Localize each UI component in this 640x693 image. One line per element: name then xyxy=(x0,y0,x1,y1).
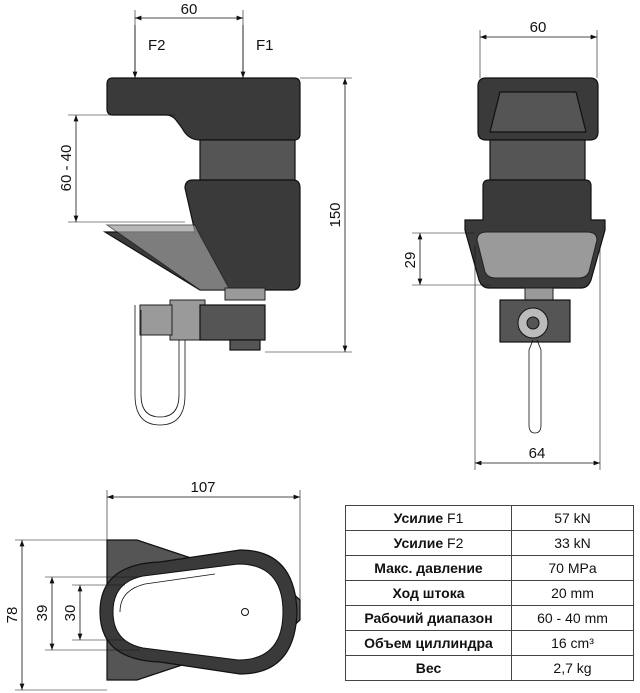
inner-dim-39: 39 xyxy=(34,605,51,622)
spec-label: Усилие xyxy=(393,510,444,526)
clamp-height-dim: 29 xyxy=(402,252,419,269)
front-view xyxy=(412,30,606,470)
spec-label: Рабочий диапазон xyxy=(345,605,512,631)
inner-dim-30: 30 xyxy=(62,605,79,622)
bottom-length-dim: 107 xyxy=(190,479,215,496)
spec-label-suffix: F2 xyxy=(447,535,464,551)
side-view xyxy=(68,10,352,426)
bottom-view xyxy=(15,490,301,691)
spec-label: Вес xyxy=(345,655,512,681)
table-row: Усилие F2 33 kN xyxy=(345,530,634,556)
range-dim: 60 - 40 xyxy=(58,145,75,192)
spec-label: Объем циллиндра xyxy=(345,630,512,656)
side-width-dim: 60 xyxy=(181,1,198,18)
force-f2-label: F2 xyxy=(148,37,166,54)
bottom-width-dim: 78 xyxy=(4,607,21,624)
spec-value: 70 MPa xyxy=(511,555,634,581)
spec-label-suffix: F1 xyxy=(447,510,464,526)
front-top-width-dim: 60 xyxy=(530,19,547,36)
table-row: Усилие F1 57 kN xyxy=(345,505,634,531)
spec-table: Усилие F1 57 kN Усилие F2 33 kN Макс. давл… xyxy=(345,505,634,681)
front-bottom-width-dim: 64 xyxy=(529,445,546,462)
spec-label: Усилие xyxy=(393,535,444,551)
spec-label: Макс. давление xyxy=(345,555,512,581)
height-dim: 150 xyxy=(327,202,344,227)
spec-value: 57 kN xyxy=(511,505,634,531)
spec-value: 20 mm xyxy=(511,580,634,606)
spec-value: 60 - 40 mm xyxy=(511,605,634,631)
spec-value: 2,7 kg xyxy=(511,655,634,681)
force-f1-label: F1 xyxy=(256,37,274,54)
spec-value: 16 cm³ xyxy=(511,630,634,656)
spec-label: Ход штока xyxy=(345,580,512,606)
spec-value: 33 kN xyxy=(511,530,634,556)
